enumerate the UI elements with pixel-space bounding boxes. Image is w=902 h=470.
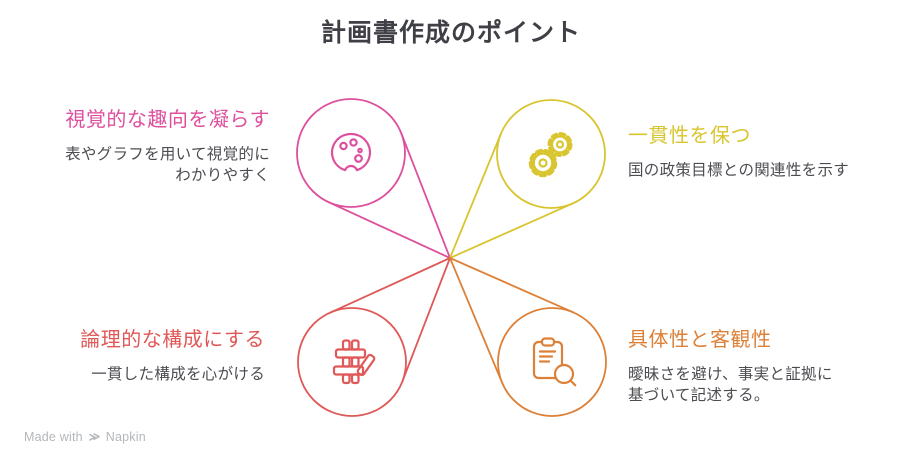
node-shape-consistency <box>449 99 606 259</box>
node-heading: 視覚的な趣向を凝らす <box>65 109 270 131</box>
node-circle <box>496 99 606 209</box>
node-text-concreteness: 具体性と客観性 曖昧さを避け、事実と証拠に 基づいて記述する。 <box>628 328 884 407</box>
node-text-logical-structure: 論理的な構成にする 一貫した構成を心がける <box>25 328 265 385</box>
node-circle <box>296 98 406 208</box>
node-shape-logical-structure <box>297 257 451 417</box>
connector-line <box>449 257 575 314</box>
node-shape-visual-device <box>296 98 451 259</box>
node-circle <box>497 307 607 417</box>
connector-line <box>449 257 504 384</box>
made-with-napkin-link[interactable]: Made with Napkin <box>24 430 146 444</box>
watermark-brand: Napkin <box>105 430 146 444</box>
page-title: 計画書作成のポイント <box>320 19 581 47</box>
building-blocks-icon <box>332 339 376 385</box>
palette-icon <box>330 132 372 172</box>
node-body: 一貫した構成を心がける <box>91 366 265 383</box>
node-body: 曖昧さを避け、事実と証拠に 基づいて記述する。 <box>628 366 833 405</box>
node-text-consistency: 一貫性を保つ 国の政策目標との関連性を示す <box>628 124 888 181</box>
connector-line <box>327 201 451 259</box>
watermark-prefix: Made with <box>24 430 83 444</box>
connector-line <box>449 132 502 259</box>
clipboard-search-icon <box>532 337 577 387</box>
node-body: 表やグラフを用いて視覚的に わかりやすく <box>65 146 270 185</box>
connector-line <box>449 202 574 259</box>
node-heading: 具体性と客観性 <box>628 329 772 351</box>
connector-line <box>401 257 451 383</box>
node-heading: 論理的な構成にする <box>80 329 265 351</box>
connector-line <box>328 257 451 314</box>
node-body: 国の政策目標との関連性を示す <box>628 162 850 179</box>
connector-line <box>400 132 451 259</box>
gears-icon <box>528 132 573 178</box>
napkin-logo-icon <box>88 432 100 441</box>
node-heading: 一貫性を保つ <box>628 125 751 147</box>
node-circle <box>297 307 407 417</box>
node-text-visual-device: 視覚的な趣向を凝らす 表やグラフを用いて視覚的に わかりやすく <box>30 108 270 187</box>
node-shape-concreteness <box>449 257 607 417</box>
